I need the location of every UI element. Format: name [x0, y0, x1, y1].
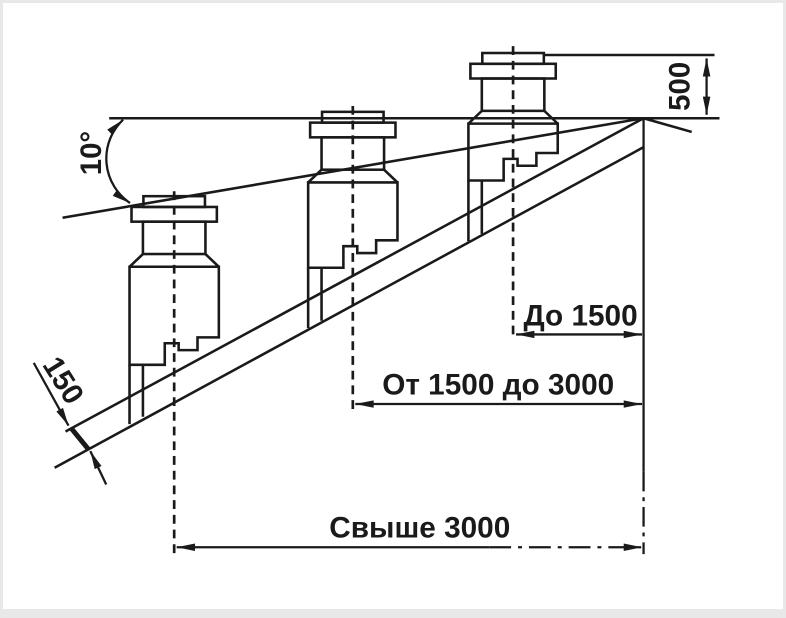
zone-near-label: До 1500 [523, 300, 637, 333]
zone-mid-label: От 1500 до 3000 [382, 368, 614, 401]
offset-label: 150 [36, 351, 90, 410]
roof-surface-line [64, 117, 645, 433]
ridge-far-slope-line [643, 116, 693, 134]
chimney-2 [306, 110, 399, 329]
chimney-height-diagram: 500 10° 150 До 1500 От 1500 до 3000 Свыш… [32, 46, 720, 556]
offset-leader-upper [32, 362, 70, 427]
offset-leader-lower [89, 450, 108, 485]
roof-inner-line [53, 146, 645, 469]
angle-arc [105, 118, 131, 204]
zone-far-label: Свыше 3000 [329, 512, 510, 545]
angle-label: 10° [75, 131, 108, 175]
chimney-1 [128, 194, 221, 425]
ridge-height-label: 500 [663, 62, 696, 111]
offset-dim-connector [69, 427, 91, 451]
chimney-3 [467, 51, 560, 242]
